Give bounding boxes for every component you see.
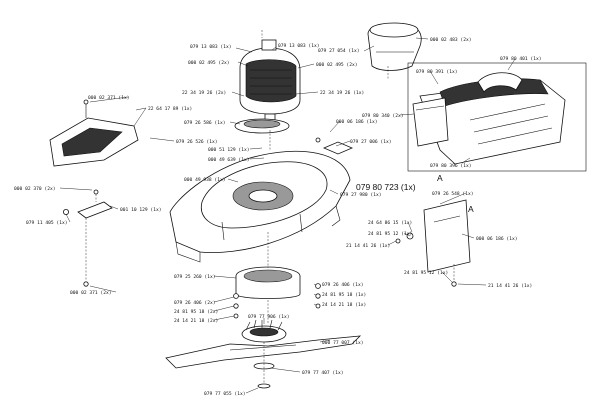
marker-a-side: A [468,204,474,214]
label-l13: 079 27 980 (1x) [340,192,382,198]
grass-box-inset [407,62,587,172]
marker-a-top: A [437,173,443,183]
label-l12: 000 49 938 (1x) [184,177,226,183]
label-l18: 079 80 340 (2x) [362,113,404,119]
front-cover [49,107,147,167]
label-l27: 21 14 41 26 (1x) [488,283,532,289]
label-l37: 24 81 95 18 (1x) [322,292,366,298]
cooling-fan [241,319,287,343]
label-l3: 000 02 495 (2x) [188,60,230,66]
label-l45: 079 77 055 (1x) [204,391,246,397]
motor-cover [367,22,422,80]
cable-clip [315,137,354,155]
label-l2: 079 13 083 (1x) [278,43,320,49]
label-l43: 000 77 007 (1x) [322,340,364,346]
mower-deck [169,150,351,263]
label-l8: 000 51 129 (1x) [208,147,250,153]
label-l44: 079 77 407 (1x) [302,370,344,376]
label-l28: 000 02 371 (1x) [88,95,130,101]
label-l39: 079 26 406 (2x) [174,300,216,306]
label-l16: 079 80 391 (1x) [416,69,458,75]
label-l7: 079 26 586 (1x) [184,120,226,126]
label-l19: 079 80 396 (1x) [430,163,472,169]
label-l34: 000 02 371 (2x) [70,290,112,296]
cutter-blade [165,335,362,389]
label-l9: 000 49 639 (1x) [208,157,250,163]
part-labels: 079 13 083 (1x) 079 13 083 (1x) 000 02 4… [14,37,542,397]
label-l41: 24 14 21 18 (2x) [174,318,218,324]
label-l26: 24 81 95 12 (1x) [404,270,448,276]
washer-stack [233,283,321,319]
label-l10: 000 06 186 (1x) [336,119,378,125]
motor-assembly [234,30,301,150]
label-l29: 22 64 17 89 (1x) [148,106,192,112]
label-l20: 079 80 723 (1x) [356,182,416,192]
label-l30: 079 26 526 (1x) [176,139,218,145]
label-l38: 24 14 21 18 (1x) [322,302,366,308]
fan-ring [235,232,301,324]
label-l1: 079 13 083 (1x) [190,44,232,50]
label-l4: 000 02 495 (2x) [316,62,358,68]
label-l6: 22 34 19 26 (1x) [320,90,364,96]
label-l22: 24 64 86 15 (1x) [368,220,412,226]
label-l5: 22 34 19 26 (2x) [182,90,226,96]
label-l33: 079 11 405 (1x) [26,220,68,226]
label-l11: 079 27 006 (1x) [350,139,392,145]
label-l25: 000 06 186 (1x) [476,236,518,242]
label-l15: 000 02 483 (2x) [430,37,472,43]
label-l21: 079 26 548 (1x) [432,191,474,197]
label-l35: 079 25 260 (1x) [174,274,216,280]
label-l24: 21 14 41 26 (1x) [346,243,390,249]
latch-bracket [63,99,113,287]
label-l14: 079 27 054 (1x) [318,48,360,54]
side-plate [395,199,471,287]
label-l32: 001 10 129 (1x) [120,207,162,213]
label-l17: 079 80 401 (1x) [500,56,542,62]
label-l31: 000 02 370 (2x) [14,186,56,192]
label-l36: 079 26 406 (1x) [322,282,364,288]
leader-lines [59,37,516,394]
label-l23: 24 81 95 12 (1x) [368,231,412,237]
label-l40: 24 81 95 18 (2x) [174,309,218,315]
label-l42: 079 77 906 (1x) [248,314,290,320]
